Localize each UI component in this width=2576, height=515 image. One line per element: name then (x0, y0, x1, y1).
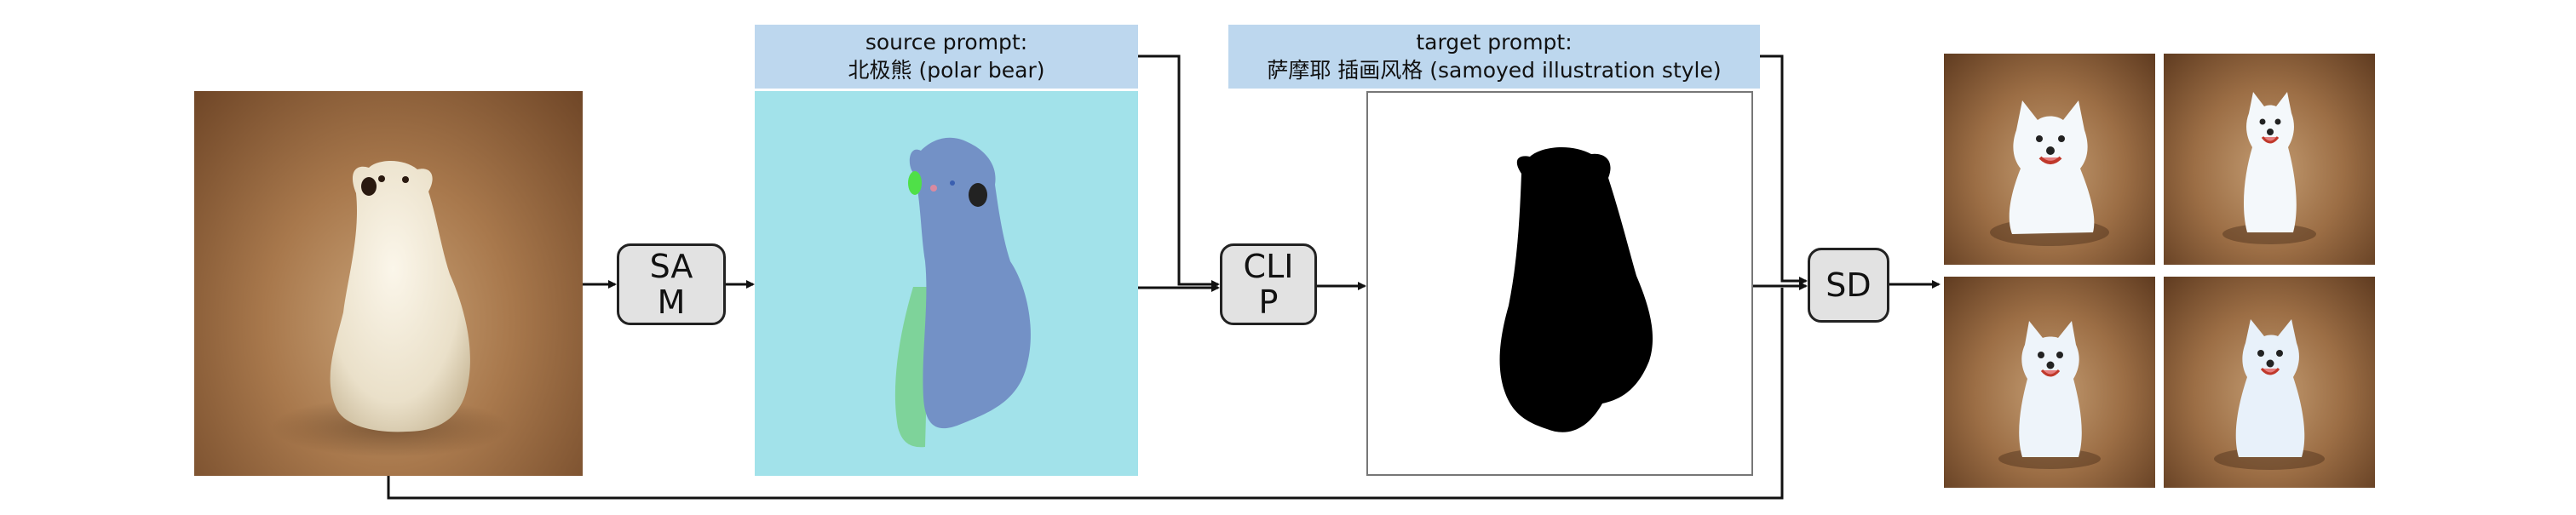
samoyed-illustration-3 (1998, 321, 2101, 469)
polar-bear-figurine (271, 161, 509, 457)
segmentation-shapes (894, 137, 1031, 448)
target-prompt-box: target prompt: 萨摩耶 插画风格 (samoyed illustr… (1228, 25, 1760, 89)
clip-module: CLI P (1220, 243, 1317, 325)
output-image-1 (1944, 54, 2155, 265)
arrow-source-prompt-to-clip (1138, 54, 1220, 289)
sam-label: SA M (649, 248, 693, 321)
bear-mask-silhouette (1499, 147, 1653, 432)
source-prompt-box: source prompt: 北极熊 (polar bear) (755, 25, 1138, 89)
target-prompt-label: target prompt: (1416, 30, 1573, 54)
segmentation-map (755, 91, 1138, 476)
segment-nose (969, 183, 987, 207)
sam-module: SA M (617, 243, 726, 325)
arrow-target-prompt-to-sd (1760, 54, 1808, 285)
target-prompt-text: 萨摩耶 插画风格 (samoyed illustration style) (1267, 58, 1722, 83)
sd-module: SD (1808, 248, 1889, 323)
samoyed-illustration-4 (2214, 319, 2325, 470)
samoyed-illustration-1 (1990, 100, 2109, 246)
source-prompt-label: source prompt: (865, 30, 1028, 54)
sd-label: SD (1826, 266, 1872, 304)
source-prompt-text: 北极熊 (polar bear) (848, 58, 1045, 83)
output-image-3 (1944, 277, 2155, 488)
output-image-2 (2164, 54, 2375, 265)
mask-output (1366, 91, 1753, 476)
segment-body-region (909, 137, 1031, 429)
input-image-polar-bear (194, 91, 583, 476)
samoyed-illustration-2 (2222, 92, 2316, 244)
clip-label: CLI P (1243, 248, 1294, 321)
segment-ear (908, 171, 922, 195)
output-image-4 (2164, 277, 2375, 488)
